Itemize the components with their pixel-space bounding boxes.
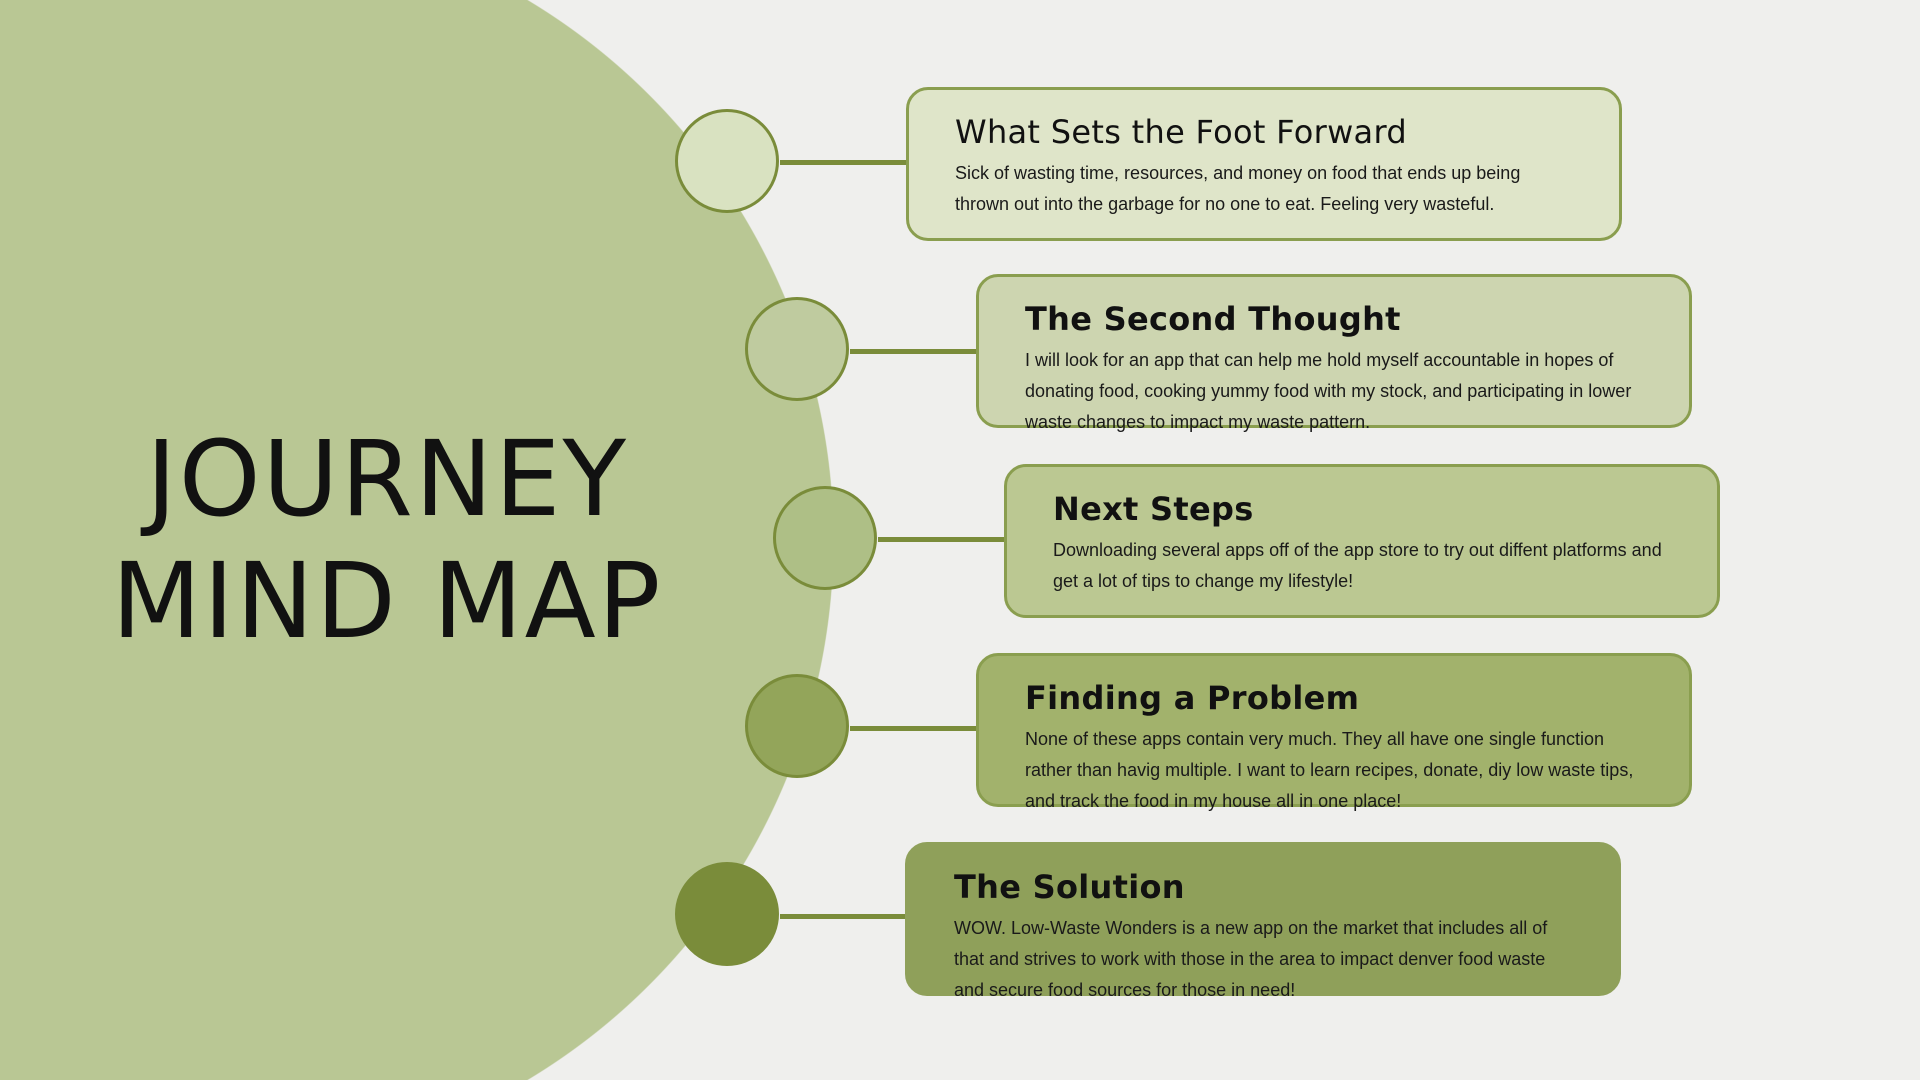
step-heading: The Solution bbox=[954, 868, 1185, 906]
connector-line-4 bbox=[850, 726, 978, 731]
connector-line-1 bbox=[780, 160, 908, 165]
page-title: JOURNEY MIND MAP bbox=[70, 418, 704, 662]
step-body: I will look for an app that can help me … bbox=[1025, 350, 1632, 432]
step-heading: What Sets the Foot Forward bbox=[955, 113, 1407, 151]
step-card-5: The Solution WOW. Low-Waste Wonders is a… bbox=[905, 842, 1621, 1000]
step-heading: Finding a Problem bbox=[1025, 679, 1360, 717]
step-node-2 bbox=[745, 297, 849, 401]
step-heading: The Second Thought bbox=[1025, 300, 1401, 338]
step-card-4: Finding a Problem None of these apps con… bbox=[976, 653, 1692, 811]
connector-line-2 bbox=[850, 349, 978, 354]
title-line-2: MIND MAP bbox=[111, 540, 663, 662]
connector-line-5 bbox=[780, 914, 908, 919]
step-body: None of these apps contain very much. Th… bbox=[1025, 729, 1634, 811]
step-node-1 bbox=[675, 109, 779, 213]
step-body: WOW. Low-Waste Wonders is a new app on t… bbox=[954, 918, 1548, 1000]
step-card-1: What Sets the Foot Forward Sick of wasti… bbox=[906, 87, 1622, 241]
step-node-5 bbox=[675, 862, 779, 966]
title-line-1: JOURNEY bbox=[146, 418, 628, 540]
step-body: Downloading several apps off of the app … bbox=[1053, 540, 1662, 591]
step-node-3 bbox=[773, 486, 877, 590]
step-card-2: The Second Thought I will look for an ap… bbox=[976, 274, 1692, 432]
step-card-3: Next Steps Downloading several apps off … bbox=[1004, 464, 1720, 618]
step-heading: Next Steps bbox=[1053, 490, 1254, 528]
step-body: Sick of wasting time, resources, and mon… bbox=[955, 163, 1521, 214]
step-node-4 bbox=[745, 674, 849, 778]
connector-line-3 bbox=[878, 537, 1006, 542]
